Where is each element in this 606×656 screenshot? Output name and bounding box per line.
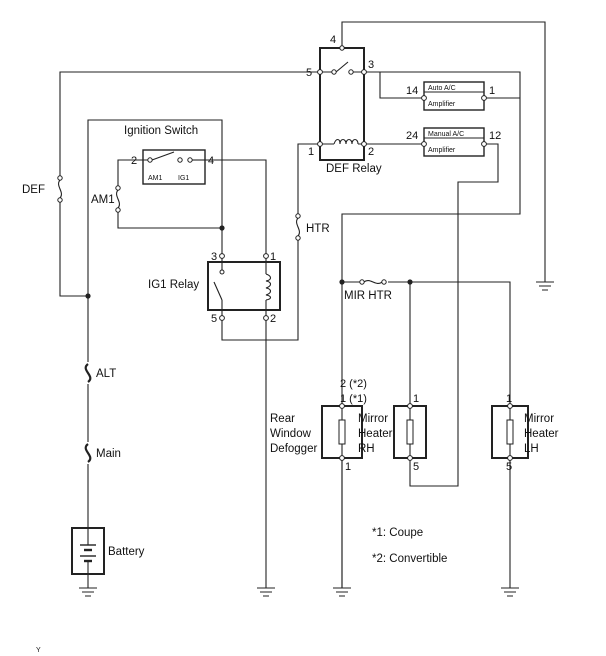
mirror-lh-label-line2: Heater <box>524 428 559 440</box>
ground-icon <box>79 587 97 597</box>
ground-icon <box>333 587 351 597</box>
def-relay-label: DEF Relay <box>326 163 382 175</box>
defogger-label-line2: Window <box>270 428 312 440</box>
pin-label: 5 <box>506 461 512 473</box>
am1-inner-label: AM1 <box>148 175 163 182</box>
manual-ac-amplifier: Manual A/C Amplifier <box>421 127 487 157</box>
wires <box>59 21 546 588</box>
wire-mir-bus <box>342 281 511 406</box>
pin-label: 1 (*1) <box>340 393 367 405</box>
junction-dot <box>407 279 413 285</box>
auto-ac-amplifier: Auto A/C Amplifier <box>421 81 487 111</box>
pin-label: 12 <box>489 130 501 142</box>
pin-label: 5 <box>413 461 419 473</box>
pin-label: 4 <box>208 155 214 167</box>
ignition-switch: AM1 IG1 <box>142 149 206 185</box>
amplifier-label: Amplifier <box>428 147 456 154</box>
pin-label: 5 <box>306 67 312 79</box>
mirror-rh-label-line1: Mirror <box>358 413 388 425</box>
wire-ig1-5 <box>221 143 320 341</box>
fuse-alt-icon <box>82 362 94 384</box>
main-fuse-label: Main <box>96 448 121 460</box>
junction-dot <box>219 225 225 231</box>
def-fuse-label: DEF <box>22 184 45 196</box>
mirror-rh-label-line2: Heater <box>358 428 393 440</box>
mirror-heater-rh <box>393 403 427 461</box>
rear-window-defogger <box>321 403 363 461</box>
pin-label: 24 <box>406 130 418 142</box>
grounds <box>79 281 554 597</box>
ground-icon <box>257 587 275 597</box>
fuses <box>55 175 388 464</box>
auto-ac-label: Auto A/C <box>428 85 456 92</box>
pin-label: 2 <box>368 146 374 158</box>
pin-label: 1 <box>489 85 495 97</box>
junction-dot <box>85 293 91 299</box>
amplifier-label: Amplifier <box>428 101 456 108</box>
mirror-lh-label-line3: LH <box>524 443 539 455</box>
pin-label: 1 <box>308 146 314 158</box>
wire-amp12 <box>409 143 499 487</box>
pin-label: 4 <box>330 34 336 46</box>
pin-label: 5 <box>211 313 217 325</box>
pin-numbers: 4 5 3 1 2 14 1 24 12 2 4 3 1 5 2 2 (*2) … <box>131 34 512 473</box>
fuse-mir-htr-icon <box>359 277 388 287</box>
wire-def4-gnd <box>341 21 546 282</box>
pin-label: 3 <box>368 59 374 71</box>
fuse-def-icon <box>55 175 65 203</box>
fuse-am1-icon <box>113 185 123 213</box>
note-convertible: *2: Convertible <box>372 553 447 565</box>
defogger-label-line3: Defogger <box>270 443 317 455</box>
htr-fuse-label: HTR <box>306 223 330 235</box>
mirror-heater-lh <box>491 403 529 461</box>
note-coupe: *1: Coupe <box>372 527 423 539</box>
pin-label: 2 (*2) <box>340 378 367 390</box>
battery <box>71 527 105 575</box>
ig1-relay <box>207 253 281 321</box>
wire-main-feed <box>87 119 223 528</box>
ig1-inner-label: IG1 <box>178 175 189 182</box>
pin-label: 14 <box>406 85 418 97</box>
fuse-main-icon <box>82 442 94 464</box>
ig1-relay-label: IG1 Relay <box>148 279 199 291</box>
battery-label: Battery <box>108 546 145 558</box>
defogger-label-line1: Rear <box>270 413 295 425</box>
wire-def3 <box>341 71 521 588</box>
pin-label: 2 <box>131 155 137 167</box>
pin-label: 1 <box>270 251 276 263</box>
mirror-lh-label-line1: Mirror <box>524 413 554 425</box>
alt-fuse-label: ALT <box>96 368 116 380</box>
ground-icon <box>501 587 519 597</box>
fuse-htr-icon <box>293 213 303 241</box>
pin-label: 2 <box>270 313 276 325</box>
mir-htr-fuse-label: MIR HTR <box>344 290 392 302</box>
pin-label: 1 <box>345 461 351 473</box>
junction-dot <box>339 279 345 285</box>
wire-amp14 <box>364 71 424 99</box>
ignition-switch-label: Ignition Switch <box>124 125 198 137</box>
ground-icon <box>536 281 554 291</box>
pin-label: 1 <box>413 393 419 405</box>
labels: Ignition Switch DEF Relay IG1 Relay DEF … <box>22 125 559 654</box>
wire-ig1-out <box>205 159 267 256</box>
corner-mark: Y <box>36 647 41 654</box>
am1-fuse-label: AM1 <box>91 194 115 206</box>
pin-label: 1 <box>506 393 512 405</box>
pin-label: 3 <box>211 251 217 263</box>
manual-ac-label: Manual A/C <box>428 131 464 138</box>
def-relay <box>317 28 367 161</box>
mirror-rh-label-line3: RH <box>358 443 375 455</box>
